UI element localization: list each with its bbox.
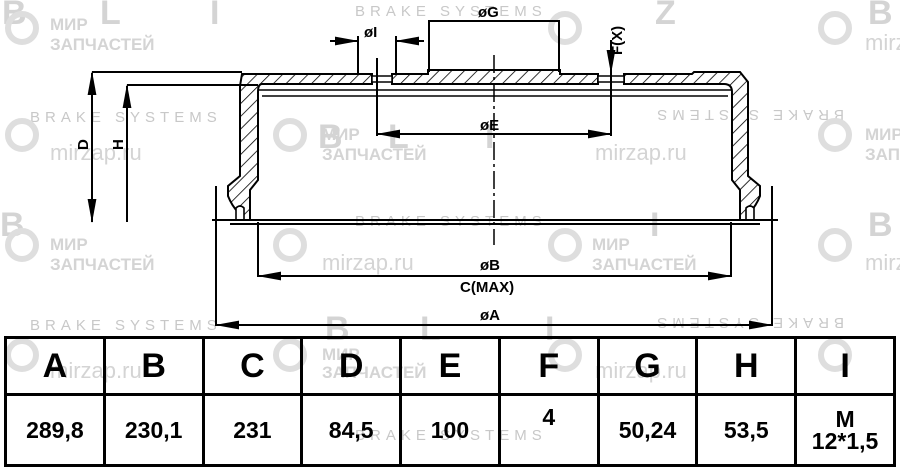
svg-text:mirzap.ru: mirzap.ru bbox=[595, 140, 687, 165]
value-c: 231 bbox=[201, 393, 304, 467]
label-dia-b: øB bbox=[480, 257, 500, 274]
svg-text:BRAKE SYSTEMS: BRAKE SYSTEMS bbox=[30, 317, 222, 334]
value-f: 4 bbox=[497, 393, 600, 467]
label-dia-i: øI bbox=[364, 24, 377, 41]
label-c-max: C(MAX) bbox=[460, 279, 514, 296]
value-a: 289,8 bbox=[4, 393, 106, 467]
svg-text:ЗАПЧАСТЕЙ: ЗАПЧАСТЕЙ bbox=[592, 255, 697, 274]
value-e: 100 bbox=[399, 393, 501, 467]
value-b: 230,1 bbox=[102, 393, 205, 467]
header-b: B bbox=[102, 336, 205, 396]
svg-text:B: B bbox=[318, 118, 343, 156]
header-g: G bbox=[596, 336, 699, 396]
svg-text:МИР: МИР bbox=[50, 235, 88, 254]
value-i-line2: 12*1,5 bbox=[811, 428, 879, 454]
label-h: H bbox=[110, 139, 127, 150]
header-i: I bbox=[794, 336, 896, 396]
table-header-row: A B C D E F G H I bbox=[4, 336, 896, 396]
svg-text:BRAKE SYSTEMS: BRAKE SYSTEMS bbox=[355, 3, 547, 20]
svg-text:МИР: МИР bbox=[50, 15, 88, 34]
header-e: E bbox=[399, 336, 501, 396]
table-value-row: 289,8 230,1 231 84,5 100 4 50,24 53,5 M … bbox=[4, 393, 896, 467]
value-i: M 12*1,5 bbox=[794, 393, 896, 467]
label-f-x: F(X) bbox=[609, 26, 626, 55]
svg-text:МИР: МИР bbox=[592, 235, 630, 254]
svg-text:МИР: МИР bbox=[322, 125, 360, 144]
svg-text:L: L bbox=[100, 0, 121, 32]
svg-text:МИР: МИР bbox=[865, 125, 900, 144]
svg-text:B: B bbox=[868, 0, 893, 32]
svg-text:I: I bbox=[545, 310, 554, 348]
svg-text:ЗАПЧАСТЕЙ: ЗАПЧАСТЕЙ bbox=[322, 145, 427, 164]
dimension-labels: øG øI F(X) øE D H øB C(MAX) øA bbox=[75, 4, 626, 324]
svg-text:BRAKE SYSTEMS: BRAKE SYSTEMS bbox=[30, 109, 222, 126]
svg-text:I: I bbox=[210, 0, 219, 32]
svg-text:mirzap.ru: mirzap.ru bbox=[865, 250, 900, 275]
value-d: 84,5 bbox=[300, 393, 403, 467]
dimension-lines bbox=[87, 20, 773, 330]
label-dia-e: øE bbox=[480, 117, 499, 134]
svg-text:ЗАПЧАСТЕЙ: ЗАПЧАСТЕЙ bbox=[50, 255, 155, 274]
value-g: 50,24 bbox=[596, 393, 699, 467]
header-f: F bbox=[497, 336, 600, 396]
svg-text:mirzap.ru: mirzap.ru bbox=[865, 30, 900, 55]
header-c: C bbox=[201, 336, 304, 396]
dimensions-table: A B C D E F G H I 289,8 230,1 231 84,5 1… bbox=[4, 336, 896, 467]
svg-text:BRAKE SYSTEMS: BRAKE SYSTEMS bbox=[652, 314, 844, 331]
svg-text:I: I bbox=[485, 118, 494, 156]
header-d: D bbox=[300, 336, 403, 396]
header-a: A bbox=[4, 336, 106, 396]
label-dia-a: øA bbox=[480, 307, 500, 324]
label-d: D bbox=[75, 139, 92, 150]
svg-text:mirzap.ru: mirzap.ru bbox=[322, 250, 414, 275]
label-dia-g: øG bbox=[478, 4, 499, 21]
value-i-line1: M bbox=[835, 406, 855, 432]
svg-text:ЗАПЧАСТЕЙ: ЗАПЧАСТЕЙ bbox=[865, 145, 900, 164]
svg-text:B: B bbox=[868, 206, 893, 244]
svg-text:Z: Z bbox=[655, 0, 676, 32]
header-h: H bbox=[695, 336, 798, 396]
svg-text:ЗАПЧАСТЕЙ: ЗАПЧАСТЕЙ bbox=[50, 35, 155, 54]
value-h: 53,5 bbox=[695, 393, 798, 467]
drum-section bbox=[212, 69, 778, 225]
svg-text:BRAKE SYSTEMS: BRAKE SYSTEMS bbox=[355, 213, 547, 230]
